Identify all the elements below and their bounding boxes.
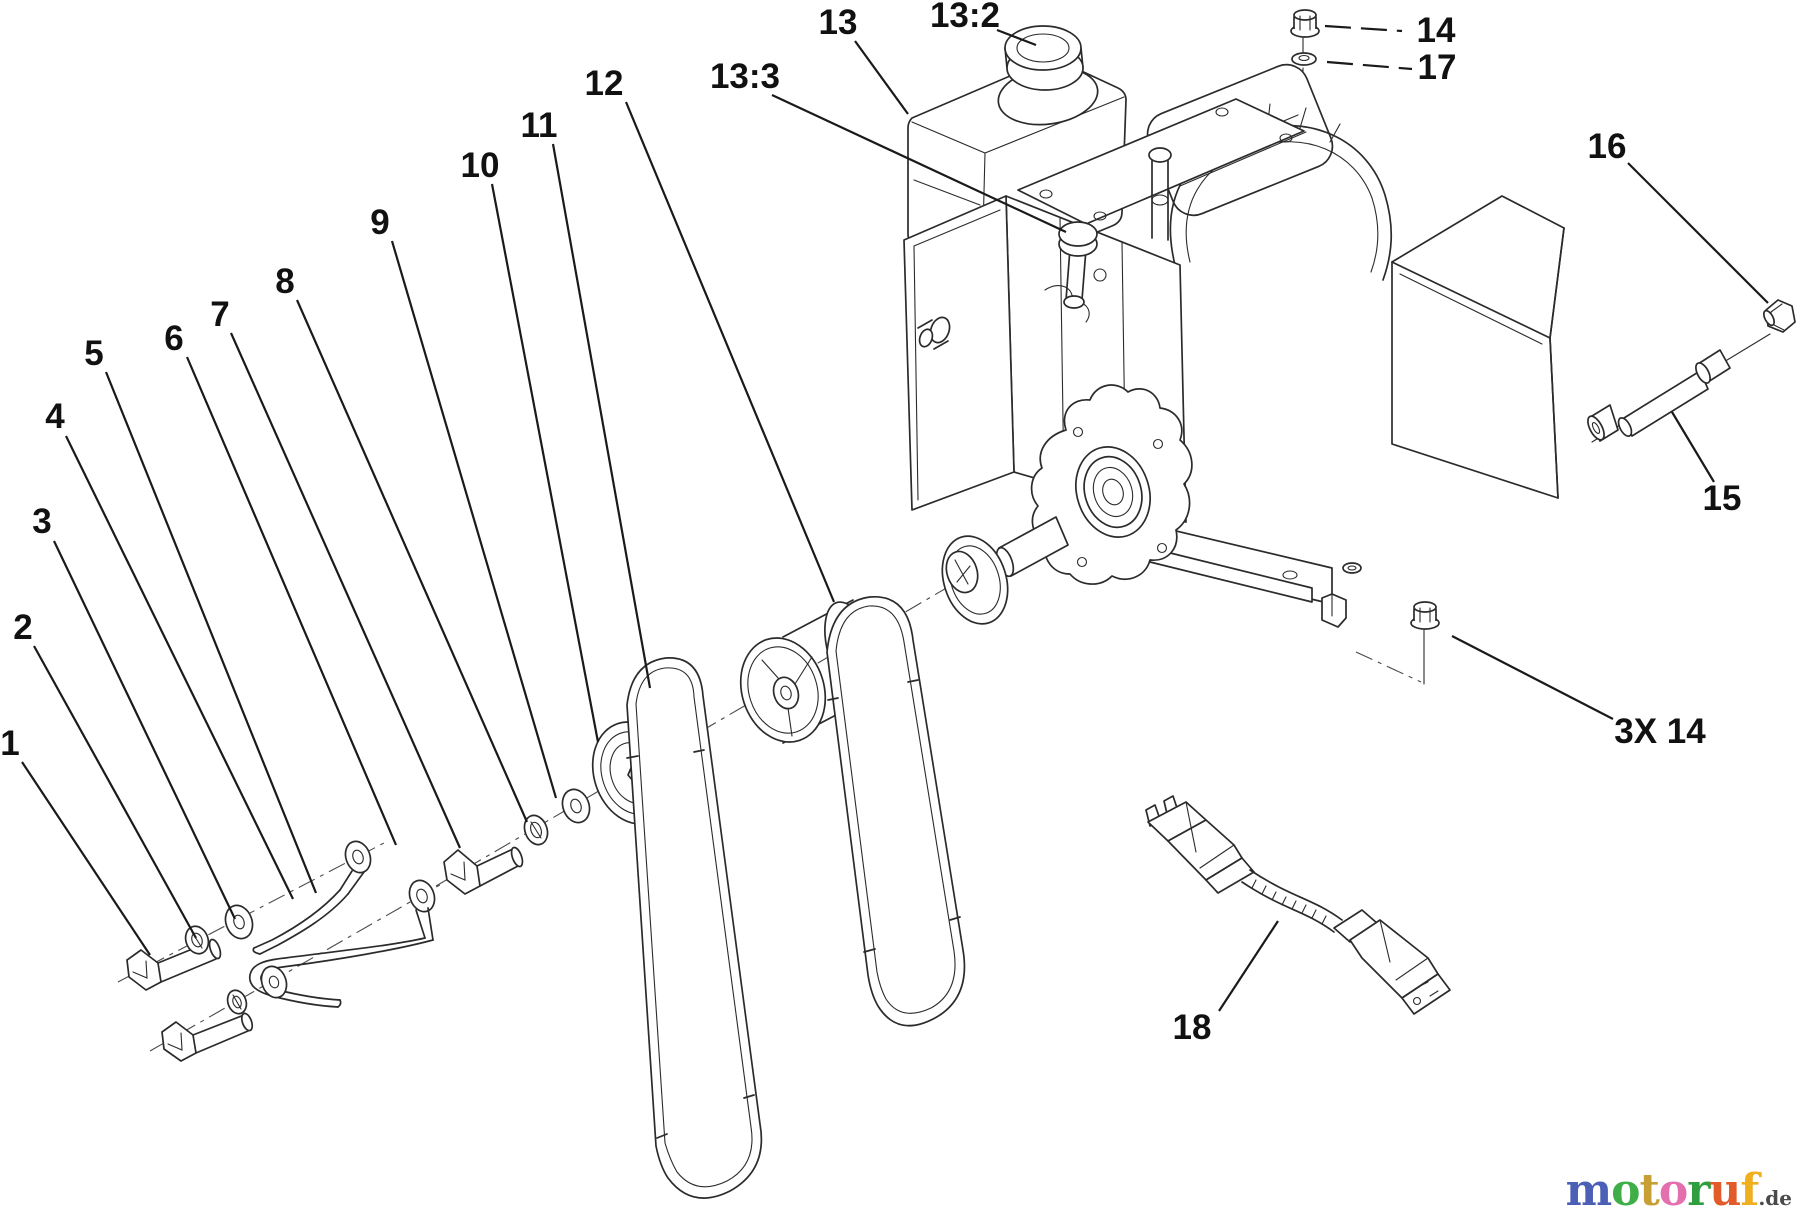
logo-letter: o [1611,1165,1640,1216]
flange-nut-3x14 [1410,601,1440,630]
leader-line-8 [295,299,529,823]
leader-line-11 [551,143,652,689]
leader-line-1 [21,761,151,956]
leader-line-13:2 [996,28,1037,47]
leader-line-9 [390,240,558,799]
leader-line-4 [65,435,294,900]
callout-label-8: 8 [275,262,294,301]
callout-label-6: 6 [164,319,183,358]
primer-rod [1148,147,1172,241]
callout-label-2: 2 [13,608,32,647]
belt-guide-upper [252,840,372,955]
flat-washer-9 [561,788,591,824]
belt-guide-lower [248,879,436,1008]
cord-wire [1249,869,1343,921]
callout-label-18: 18 [1173,1008,1212,1047]
centerline-3 [1355,651,1422,683]
spacer-15 [1587,404,1619,442]
callout-label-1: 1 [0,724,19,763]
lock-washer-8 [523,814,549,846]
callout-label-10: 10 [461,146,500,185]
lock-washer-small [226,989,248,1015]
fuel-cap [1004,25,1082,71]
gearbox-plate [1030,384,1193,585]
callout-label-13:3: 13:3 [710,57,780,96]
callout-label-11: 11 [521,106,558,145]
centerline-1 [149,881,446,1052]
spark-plug [917,316,951,350]
motoruf-domain-suffix: .de [1758,1186,1792,1210]
flat-washer-small [260,965,288,999]
guide-bolt-2 [161,1012,254,1062]
callout-label-13:2: 13:2 [930,0,1000,35]
leader-line-2 [33,645,197,939]
callout-label-5: 5 [84,334,103,373]
crankshaft-flange-disc [941,535,1009,625]
leader-line-15 [1671,411,1715,483]
flange-nut-14 [1290,9,1320,38]
logo-letter: f [1740,1165,1759,1216]
leader-line-12 [624,101,836,603]
leader-line-7 [229,332,462,849]
logo-letter: o [1658,1165,1688,1216]
blower-shroud [1169,124,1393,281]
motoruf-watermark: motoruf.de [1566,1165,1792,1216]
bolt-15 [1617,349,1731,437]
cylinder-side-panel [903,195,1015,511]
callout-label-16: 16 [1588,127,1627,166]
gearbox [1030,384,1193,585]
flat-washer-3 [224,904,254,940]
callout-label-3X 14: 3X 14 [1614,712,1706,751]
logo-letter: m [1565,1165,1613,1216]
idler-bolt [443,846,524,895]
engine-assembly [903,25,1565,628]
callout-label-17: 17 [1418,48,1457,87]
callout-label-15: 15 [1703,479,1742,518]
leader-line-17 [1326,60,1413,71]
callout-label-14: 14 [1417,11,1456,50]
leader-line-10 [490,183,600,743]
leader-line-18 [1218,920,1279,1012]
logo-letter: t [1639,1165,1660,1216]
leader-line-3X 14 [1451,635,1614,720]
leader-line-3 [53,540,236,920]
callout-label-4: 4 [45,397,65,436]
dipstick-cap [1058,221,1098,309]
lock-washer-2 [184,925,210,955]
leader-line-16 [1627,162,1769,304]
logo-letter: r [1687,1165,1710,1216]
cap-nut-16 [1762,299,1796,333]
callout-label-7: 7 [210,295,229,334]
washer-17 [1291,52,1317,66]
leader-line-14 [1324,24,1403,33]
air-box [1391,195,1565,499]
motoruf-wordmark: motoruf [1565,1165,1760,1216]
centerline-0 [117,842,385,983]
leader-line-5 [104,371,318,894]
callout-label-13: 13 [819,3,858,42]
v-belt-left-loop [626,657,763,1199]
leader-line-13:3 [771,94,1067,233]
power-cord [1145,795,1451,1015]
callout-label-9: 9 [370,203,389,242]
leader-line-13 [854,40,909,115]
logo-letter: u [1709,1165,1741,1216]
leader-line-6 [185,356,398,846]
v-belt-right-loop [826,596,966,1027]
guide-bolt-1 [126,938,222,991]
callout-label-3: 3 [32,502,51,541]
callout-label-12: 12 [585,64,624,103]
